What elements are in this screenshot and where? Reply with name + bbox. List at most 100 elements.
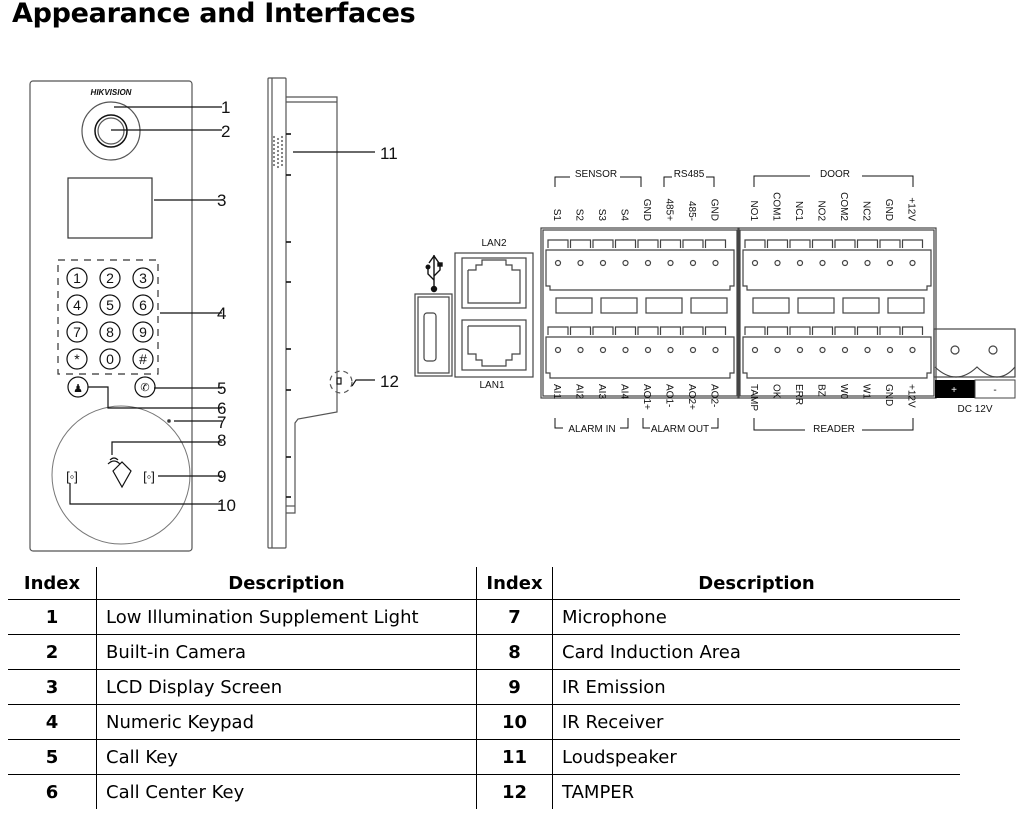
terminal-screw[interactable]: [841, 259, 849, 267]
terminal-screw[interactable]: [819, 346, 826, 354]
terminal-screw[interactable]: [774, 346, 781, 354]
terminal-screw[interactable]: [577, 346, 584, 354]
terminal-screw[interactable]: [554, 346, 562, 354]
speaker-hole: [272, 151, 276, 155]
pin-label: AO1-: [664, 384, 675, 407]
terminal-screw[interactable]: [841, 346, 849, 354]
keypad-key[interactable]: [99, 321, 121, 343]
power-connector[interactable]: [933, 328, 1016, 378]
pin-label: AI1: [551, 384, 562, 399]
call-key[interactable]: [134, 376, 156, 398]
terminal-screw[interactable]: [667, 259, 674, 267]
terminal-screw[interactable]: [886, 346, 894, 354]
terminal-screw[interactable]: [774, 259, 781, 267]
terminal-screw[interactable]: [622, 346, 629, 354]
ir-emission-icon: [◦]: [143, 469, 155, 484]
speaker-hole: [276, 141, 280, 145]
callout-10: 10: [217, 496, 236, 515]
header-index: Index: [8, 567, 97, 600]
terminal-screw[interactable]: [689, 259, 697, 267]
power-label: DC 12V: [957, 404, 992, 415]
keypad-key[interactable]: [132, 321, 154, 343]
terminal-screw[interactable]: [796, 346, 804, 354]
terminal-screw[interactable]: [796, 259, 804, 267]
terminal-screw[interactable]: [599, 259, 607, 267]
terminal-screw[interactable]: [886, 259, 894, 267]
terminal-screw[interactable]: [909, 346, 916, 354]
pin-label: 485+: [664, 198, 675, 221]
keypad-key-label: 9: [139, 324, 147, 340]
keypad-key[interactable]: [66, 321, 88, 343]
keypad-key[interactable]: [132, 267, 154, 289]
terminal-screw[interactable]: [864, 259, 871, 267]
terminal-screw[interactable]: [667, 346, 674, 354]
lan2-port[interactable]: [461, 257, 527, 309]
row-description: Card Induction Area: [552, 634, 960, 670]
row-description: Call Key: [96, 739, 477, 775]
group-reader: READER: [813, 424, 855, 435]
terminal-screw[interactable]: [864, 346, 871, 354]
callout-1: 1: [221, 98, 230, 117]
terminal-screw[interactable]: [751, 346, 759, 354]
terminal-screw[interactable]: [712, 346, 719, 354]
pin-label: NC2: [861, 201, 872, 221]
header-description: Description: [96, 567, 477, 600]
keypad-key[interactable]: [99, 348, 121, 370]
terminal-screw[interactable]: [909, 259, 916, 267]
usb-port[interactable]: [414, 293, 453, 377]
terminal-screw[interactable]: [712, 259, 719, 267]
keypad-key[interactable]: [132, 348, 154, 370]
keypad-key-label: 6: [139, 297, 147, 313]
person-icon: ♟: [73, 383, 83, 395]
keypad-key[interactable]: [66, 348, 88, 370]
header-description-2: Description: [552, 567, 960, 600]
keypad-key[interactable]: [132, 294, 154, 316]
terminal-screw[interactable]: [577, 259, 584, 267]
terminal-screw[interactable]: [689, 346, 697, 354]
group-door: DOOR: [820, 169, 850, 180]
pin-labels: S1AI1S2AI2S3AI3S4AI4GNDAO1+485+AO1-485-A…: [551, 192, 917, 411]
keypad-key[interactable]: [66, 294, 88, 316]
connector-slot: [690, 297, 728, 314]
keypad-key[interactable]: [99, 267, 121, 289]
group-sensor: SENSOR: [575, 169, 617, 180]
pin-label: ERR: [793, 384, 804, 405]
group-alarm-out: ALARM OUT: [651, 424, 709, 435]
pin-label: BZ: [816, 384, 827, 397]
row-index: 7: [476, 599, 553, 635]
connector-bottom: [742, 336, 932, 379]
ir-receiver-icon: [◦]: [66, 469, 78, 484]
lan1-label: LAN1: [479, 380, 504, 391]
callout-2: 2: [221, 122, 230, 141]
callout-9: 9: [217, 467, 226, 486]
pin-label: AO2-: [709, 384, 720, 407]
pin-label: AI3: [596, 384, 607, 399]
connector-slot: [797, 297, 835, 314]
pin-label: NC1: [793, 201, 804, 221]
row-index: 2: [8, 634, 97, 670]
terminal-screw[interactable]: [819, 259, 826, 267]
row-index: 3: [8, 669, 97, 705]
keypad-key[interactable]: [99, 294, 121, 316]
keypad-key-label: 4: [73, 297, 81, 313]
terminal-screw[interactable]: [644, 259, 652, 267]
speaker-hole: [276, 137, 280, 141]
pin-label: GND: [883, 384, 894, 406]
tamper-marker: [329, 370, 353, 394]
keypad-key-label: 1: [73, 270, 81, 286]
pin-label: S3: [596, 209, 607, 222]
keypad-key[interactable]: [66, 267, 88, 289]
terminal-screw[interactable]: [599, 346, 607, 354]
terminal-screw[interactable]: [644, 346, 652, 354]
terminal-screw[interactable]: [554, 259, 562, 267]
pin-label: NO2: [816, 200, 827, 221]
front-leaders: [69, 106, 222, 505]
lan1-port[interactable]: [461, 319, 527, 371]
terminal-screw[interactable]: [751, 259, 759, 267]
microphone-hole: [167, 419, 171, 423]
row-index: 4: [8, 704, 97, 740]
terminal-screw[interactable]: [622, 259, 629, 267]
